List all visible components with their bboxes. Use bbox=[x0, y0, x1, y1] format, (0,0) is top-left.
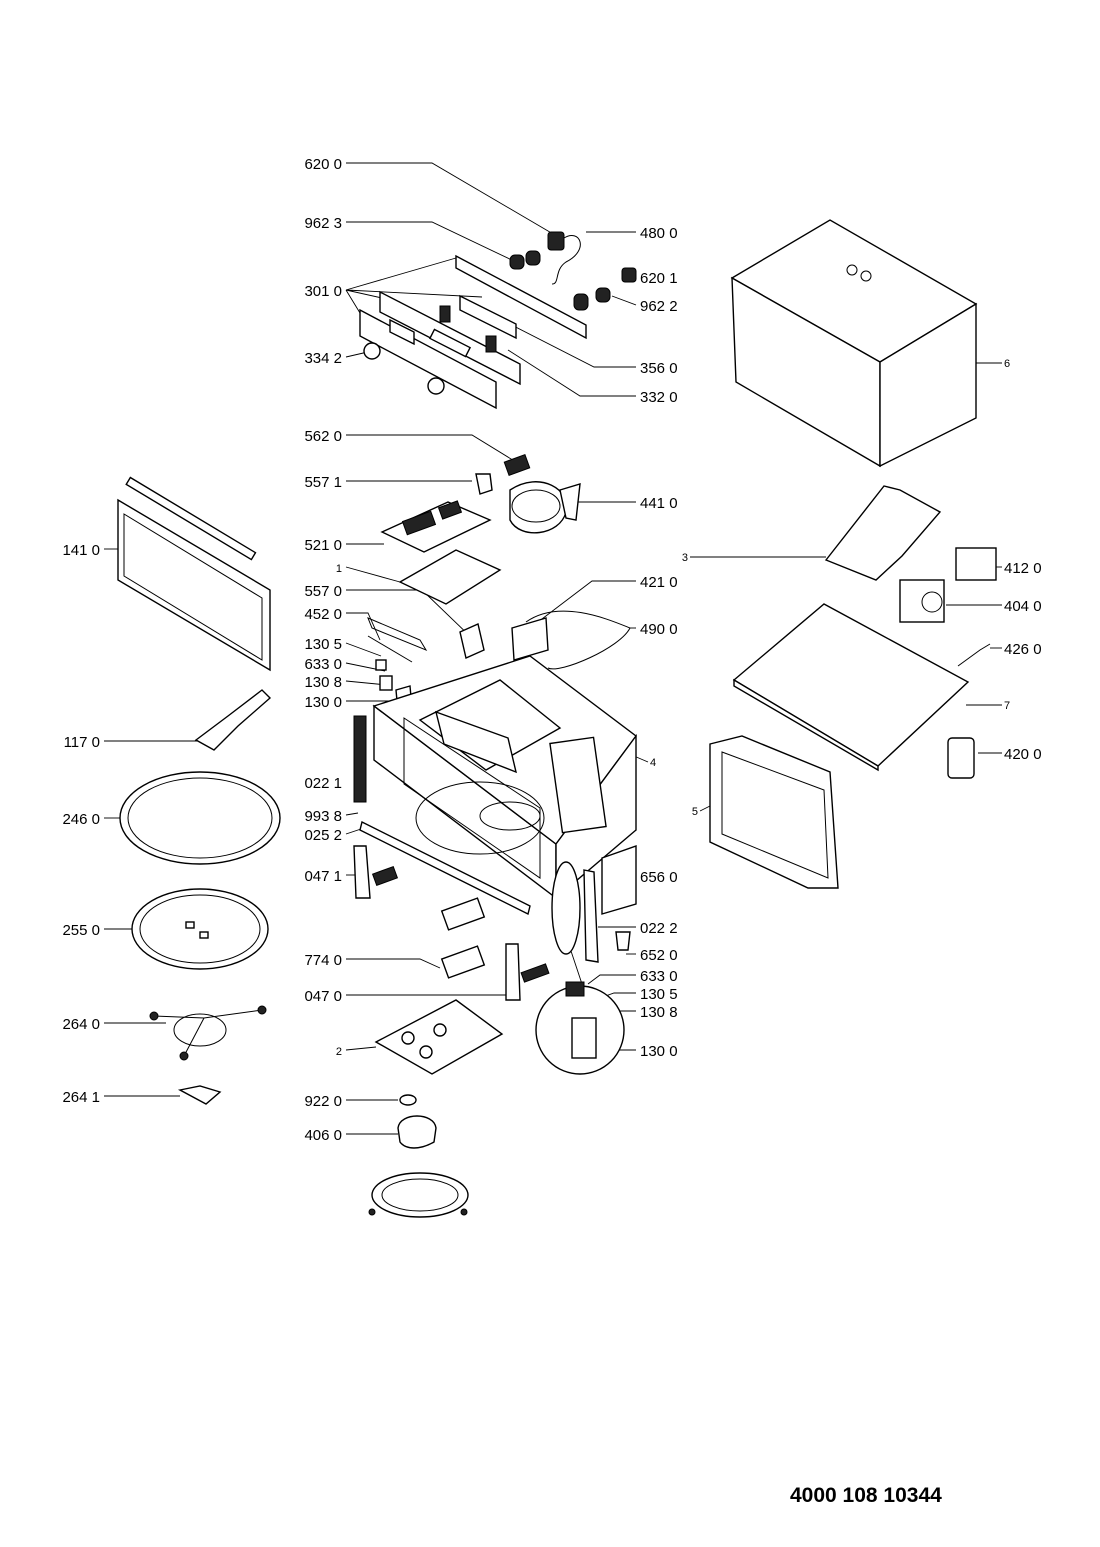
label-022-1: 022 1 bbox=[304, 775, 342, 792]
label-557-0: 557 0 bbox=[304, 583, 342, 600]
label-656-0: 656 0 bbox=[640, 869, 678, 886]
label-652-0: 652 0 bbox=[640, 947, 678, 964]
label-406-0: 406 0 bbox=[304, 1127, 342, 1144]
label-441-0: 441 0 bbox=[640, 495, 678, 512]
label-562-0: 562 0 bbox=[304, 428, 342, 445]
label-633-0-bottom: 633 0 bbox=[640, 968, 678, 985]
label-404-0: 404 0 bbox=[1004, 598, 1042, 615]
label-412-0: 412 0 bbox=[1004, 560, 1042, 577]
label-356-0: 356 0 bbox=[640, 360, 678, 377]
label-130-8-top: 130 8 bbox=[304, 674, 342, 691]
label-332-0: 332 0 bbox=[640, 389, 678, 406]
label-3: 3 bbox=[682, 552, 688, 564]
label-490-0: 490 0 bbox=[640, 621, 678, 638]
label-301-0: 301 0 bbox=[304, 283, 342, 300]
label-130-5-top: 130 5 bbox=[304, 636, 342, 653]
label-264-0: 264 0 bbox=[62, 1016, 100, 1033]
label-633-0-top: 633 0 bbox=[304, 656, 342, 673]
label-4: 4 bbox=[650, 757, 656, 769]
part-labels: 620 0 962 3 301 0 334 2 562 0 557 1 521 … bbox=[62, 156, 1041, 1144]
control-panel-assembly bbox=[359, 231, 637, 410]
label-022-2: 022 2 bbox=[640, 920, 678, 937]
label-774-0: 774 0 bbox=[304, 952, 342, 969]
label-521-0: 521 0 bbox=[304, 537, 342, 554]
label-025-2: 025 2 bbox=[304, 827, 342, 844]
left-column-parts bbox=[117, 476, 281, 1105]
document-number: 4000 108 10344 bbox=[790, 1484, 942, 1507]
label-334-2: 334 2 bbox=[304, 350, 342, 367]
label-1: 1 bbox=[336, 563, 342, 575]
label-426-0: 426 0 bbox=[1004, 641, 1042, 658]
right-column-parts bbox=[709, 219, 997, 889]
leader-lines bbox=[104, 162, 1002, 1135]
label-7: 7 bbox=[1004, 700, 1010, 712]
label-2: 2 bbox=[336, 1046, 342, 1058]
label-962-2: 962 2 bbox=[640, 298, 678, 315]
label-130-0-top: 130 0 bbox=[304, 694, 342, 711]
label-620-1: 620 1 bbox=[640, 270, 678, 287]
bottom-parts bbox=[368, 897, 625, 1218]
oven-cavity bbox=[353, 655, 637, 963]
label-5: 5 bbox=[692, 806, 698, 818]
label-117-0: 117 0 bbox=[64, 734, 100, 751]
label-246-0: 246 0 bbox=[62, 811, 100, 828]
label-6: 6 bbox=[1004, 358, 1010, 370]
label-047-0: 047 0 bbox=[304, 988, 342, 1005]
label-962-3: 962 3 bbox=[304, 215, 342, 232]
label-130-8-bottom: 130 8 bbox=[640, 1004, 678, 1021]
fan-and-electronics bbox=[367, 454, 631, 713]
label-255-0: 255 0 bbox=[62, 922, 100, 939]
label-421-0: 421 0 bbox=[640, 574, 678, 591]
label-557-1: 557 1 bbox=[304, 474, 342, 491]
label-141-0: 141 0 bbox=[62, 542, 100, 559]
label-993-8: 993 8 bbox=[304, 808, 342, 825]
label-452-0: 452 0 bbox=[304, 606, 342, 623]
label-047-1: 047 1 bbox=[304, 868, 342, 885]
label-480-0: 480 0 bbox=[640, 225, 678, 242]
label-130-5-bottom: 130 5 bbox=[640, 986, 678, 1003]
label-130-0-bottom: 130 0 bbox=[640, 1043, 678, 1060]
label-620-0: 620 0 bbox=[304, 156, 342, 173]
label-264-1: 264 1 bbox=[62, 1089, 100, 1106]
label-922-0: 922 0 bbox=[304, 1093, 342, 1110]
label-420-0: 420 0 bbox=[1004, 746, 1042, 763]
